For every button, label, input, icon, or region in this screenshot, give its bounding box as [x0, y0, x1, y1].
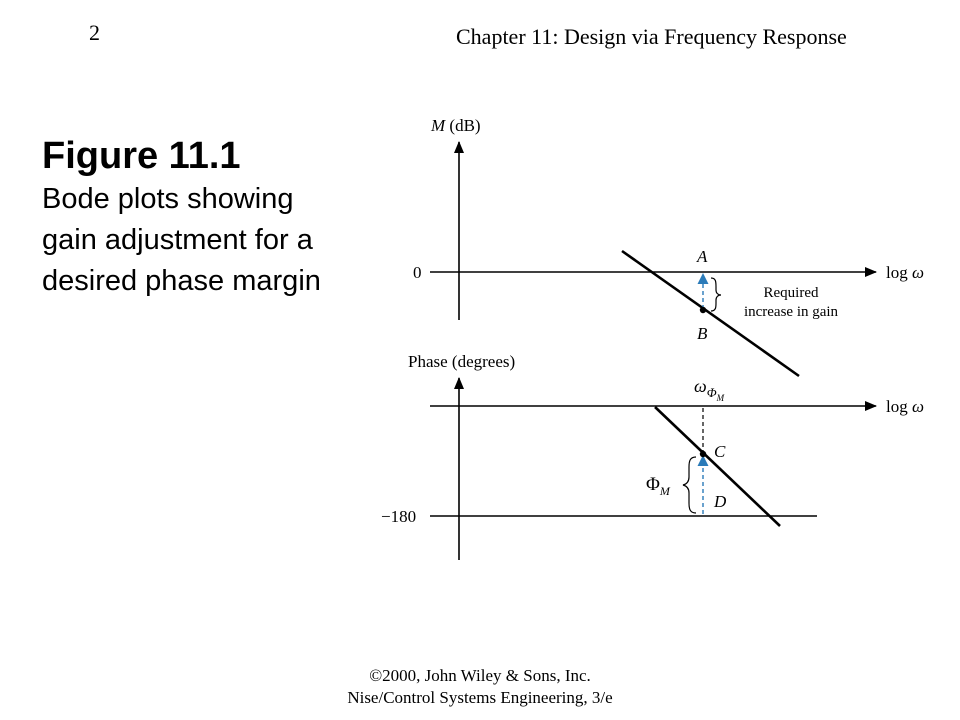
magnitude-plot: M (dB) 0 log ω A B Required increase in … [413, 116, 924, 378]
magnitude-x-label-var: ω [912, 263, 924, 282]
omega-sub-m: M [716, 393, 725, 403]
footer: ©2000, John Wiley & Sons, Inc. Nise/Cont… [0, 665, 960, 709]
annotation-line-2: increase in gain [744, 304, 839, 320]
figure-description: Bode plots showing gain adjustment for a… [42, 183, 321, 297]
omega-phi-m-label: ωΦM [694, 376, 725, 403]
annotation-line-1: Required [764, 285, 819, 301]
figure-caption: Figure 11.1 Bode plots showing gain adju… [42, 132, 342, 302]
phase-x-label-var: ω [912, 397, 924, 416]
magnitude-y-axis-label: M (dB) [430, 116, 481, 135]
point-c-marker [699, 450, 707, 458]
magnitude-x-label-prefix: log [886, 263, 912, 282]
minus-180-tick-label: −180 [381, 507, 416, 526]
gain-brace [710, 277, 722, 312]
phase-x-axis-label: log ω [886, 397, 924, 416]
omega-sub-phi: Φ [707, 385, 717, 400]
footer-book: Nise/Control Systems Engineering, 3/e [347, 688, 613, 707]
point-c-label: C [714, 442, 726, 461]
chapter-title: Chapter 11: Design via Frequency Respons… [456, 24, 847, 49]
point-b-marker [699, 306, 707, 314]
zero-db-tick-label: 0 [413, 263, 422, 282]
figure-title: Figure 11.1 [42, 135, 241, 177]
footer-copyright: ©2000, John Wiley & Sons, Inc. [369, 666, 591, 685]
omega-var: ω [694, 376, 707, 396]
phi-symbol: Φ [646, 474, 660, 495]
point-a-label: A [696, 247, 708, 266]
phase-x-label-prefix: log [886, 397, 912, 416]
phi-m-label: ΦM [646, 474, 671, 498]
phase-margin-brace [682, 456, 697, 514]
phi-sub-m: M [659, 484, 671, 498]
point-d-label: D [713, 492, 727, 511]
phase-y-axis-label: Phase (degrees) [408, 352, 515, 371]
magnitude-curve [621, 249, 800, 378]
phase-curve [654, 406, 781, 527]
magnitude-label-unit: (dB) [445, 116, 480, 135]
phase-plot: Phase (degrees) log ω −180 ωΦM C D ΦM [381, 352, 924, 560]
magnitude-x-axis-label: log ω [886, 263, 924, 282]
magnitude-label-var: M [430, 116, 446, 135]
page-number: 2 [89, 20, 100, 45]
point-b-label: B [697, 324, 708, 343]
